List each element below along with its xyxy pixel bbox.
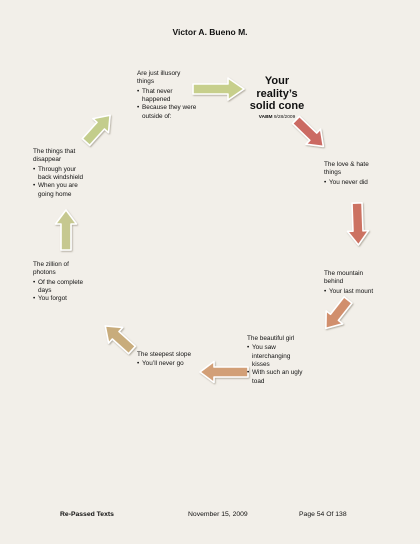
signature-initials: VABM bbox=[258, 114, 273, 120]
node-mountain: The mountain behind Your last mount bbox=[324, 270, 380, 296]
arrow-lower-left bbox=[104, 325, 137, 355]
node-steepest-slope: The steepest slope You’ll never go bbox=[137, 351, 195, 369]
node-love-hate-item: You never did bbox=[324, 179, 380, 188]
node-disappear-item: Through your back windshield bbox=[33, 166, 91, 183]
node-love-hate: The love & hate things You never did bbox=[324, 161, 380, 187]
node-disappear-head: The things that disappear bbox=[33, 148, 76, 164]
footer-date: November 15, 2009 bbox=[188, 511, 248, 518]
node-illusory: Are just illusory things That never happ… bbox=[137, 70, 197, 121]
signature: VABM 9/28/2009 bbox=[248, 115, 306, 120]
node-illusory-item: That never happened bbox=[137, 88, 197, 105]
diagram-title: Your reality’s solid cone VABM 9/28/2009 bbox=[248, 75, 306, 120]
arrow-right bbox=[346, 202, 370, 246]
node-steepest-slope-head: The steepest slope bbox=[137, 351, 191, 358]
footer-page-number: Page 54 Of 138 bbox=[299, 511, 347, 518]
title-line-1: Your bbox=[264, 75, 290, 87]
arrow-top bbox=[192, 77, 245, 101]
title-line-3: solid cone bbox=[249, 100, 305, 113]
node-disappear-item: When you are going home bbox=[33, 182, 91, 199]
author-header: Victor A. Bueno M. bbox=[172, 27, 248, 37]
node-love-hate-head: The love & hate things bbox=[324, 161, 369, 177]
node-mountain-item: Your last mount bbox=[324, 288, 380, 297]
signature-date: 9/28/2009 bbox=[273, 114, 296, 120]
title-line-2: reality’s bbox=[256, 87, 298, 100]
node-illusory-item: Because they were outside of: bbox=[137, 104, 197, 121]
node-steepest-slope-item: You’ll never go bbox=[137, 360, 195, 369]
node-beautiful-girl-item: You saw interchanging kisses bbox=[247, 344, 305, 369]
node-beautiful-girl: The beautiful girl You saw interchanging… bbox=[247, 335, 305, 386]
arrow-bottom bbox=[199, 360, 249, 384]
node-photons: The zillion of photons Of the complete d… bbox=[33, 261, 93, 304]
footer-left: Re-Passed Texts bbox=[60, 511, 114, 518]
node-photons-item: You forgot bbox=[33, 295, 93, 304]
arrow-upper-left bbox=[81, 114, 111, 147]
node-beautiful-girl-head: The beautiful girl bbox=[247, 335, 295, 342]
node-photons-item: Of the complete days bbox=[33, 279, 93, 296]
arrow-upper-right bbox=[291, 115, 325, 148]
node-photons-head: The zillion of photons bbox=[33, 261, 69, 277]
node-beautiful-girl-item: With such an ugly toad bbox=[247, 369, 305, 386]
node-illusory-head: Are just illusory things bbox=[137, 70, 181, 86]
node-mountain-head: The mountain behind bbox=[324, 270, 364, 286]
node-disappear: The things that disappear Through your b… bbox=[33, 148, 91, 199]
arrow-left bbox=[54, 209, 78, 251]
arrow-lower-right bbox=[325, 296, 353, 330]
